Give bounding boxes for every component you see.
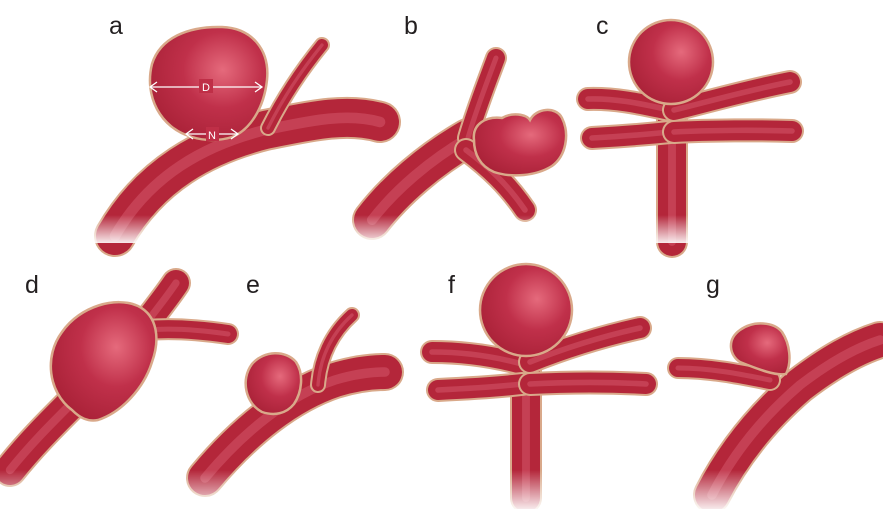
blood-vessel <box>438 384 522 390</box>
panel-d-aneurysm-sac <box>51 302 157 420</box>
panel-g-illustration <box>678 323 880 495</box>
panel-f-illustration <box>432 264 646 498</box>
panel-a-illustration: D N <box>115 27 380 236</box>
neck-label: N <box>208 130 216 142</box>
panel-b-aneurysm-sac <box>474 110 566 175</box>
panel-f-aneurysm-sac <box>480 264 572 356</box>
blood-vessel <box>150 283 176 318</box>
panel-label-a: a <box>109 12 123 40</box>
bottom-fade <box>0 470 883 509</box>
panel-c-aneurysm-sac <box>629 20 713 104</box>
panel-label-e: e <box>246 271 260 299</box>
dome-label: D <box>202 82 210 94</box>
blood-vessel <box>148 329 228 334</box>
panel-b-illustration <box>372 58 566 220</box>
vessel-highlight <box>530 383 646 385</box>
row-one-fade <box>0 215 883 243</box>
blood-vessel <box>678 368 770 380</box>
blood-vessel <box>592 132 670 138</box>
panel-d-illustration <box>10 283 228 470</box>
blood-vessel <box>372 138 468 220</box>
panel-e-aneurysm-sac <box>246 353 301 414</box>
vessel-highlight <box>674 130 792 132</box>
panel-label-d: d <box>25 271 39 299</box>
panel-c-illustration <box>588 20 792 242</box>
panel-label-f: f <box>448 271 455 299</box>
panel-label-c: c <box>596 12 609 40</box>
panel-label-g: g <box>706 271 720 299</box>
blood-vessel <box>674 130 792 132</box>
blood-vessel <box>530 383 646 385</box>
blood-vessel <box>10 405 70 470</box>
panel-label-b: b <box>404 12 418 40</box>
